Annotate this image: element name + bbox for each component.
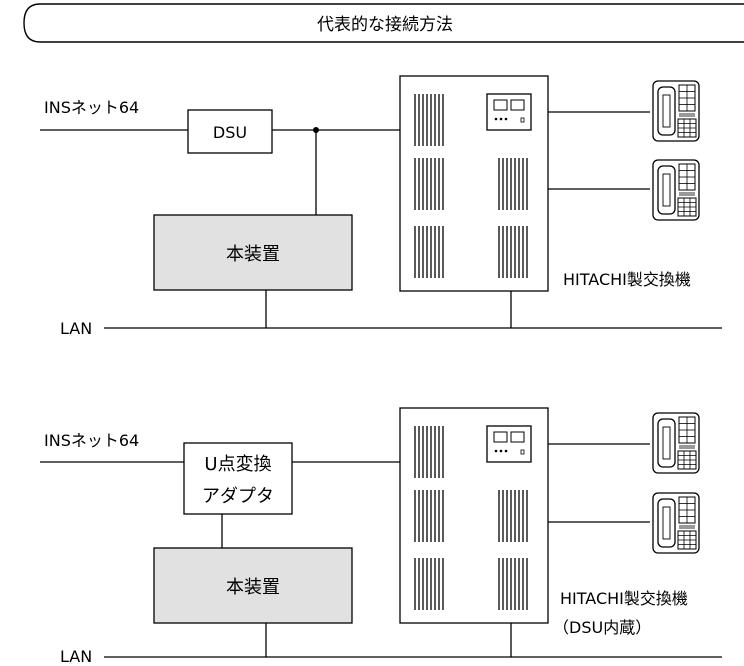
pbx-panel [486,93,532,131]
isdn-label: INSネット64 [44,431,139,450]
dsu-label: DSU [213,123,247,142]
telephone-icon [652,159,700,221]
device-box [153,214,353,291]
telephone-icon [652,412,700,474]
dsu-box [187,109,273,154]
isdn-label: INSネット64 [44,98,139,117]
title: 代表的な接続方法 [317,15,453,35]
top-diagram: INSネット64 DSU 本装置 HITACHI製交換機 LAN [40,75,722,338]
lan-label: LAN [60,647,92,662]
adapter-label-line2: アダプタ [202,486,274,507]
title-banner [23,3,744,43]
telephone-icon [652,80,700,142]
adapter-label-line1: U点変換 [204,454,271,475]
device-label: 本装置 [226,577,280,598]
device-label: 本装置 [226,244,280,265]
u-point-adapter-box [183,442,293,515]
bottom-diagram: INSネット64 U点変換 アダプタ 本装置 HITACHI製交換機 （DSU内… [40,407,722,666]
pbx-label-line1: HITACHI製交換機 [560,589,688,608]
pbx-label-line2: （DSU内蔵） [553,618,651,637]
pbx-panel [486,425,532,463]
telephone-icon [652,492,700,554]
device-box [153,547,353,624]
lan-label: LAN [60,319,92,338]
pbx-label: HITACHI製交換機 [563,270,691,289]
